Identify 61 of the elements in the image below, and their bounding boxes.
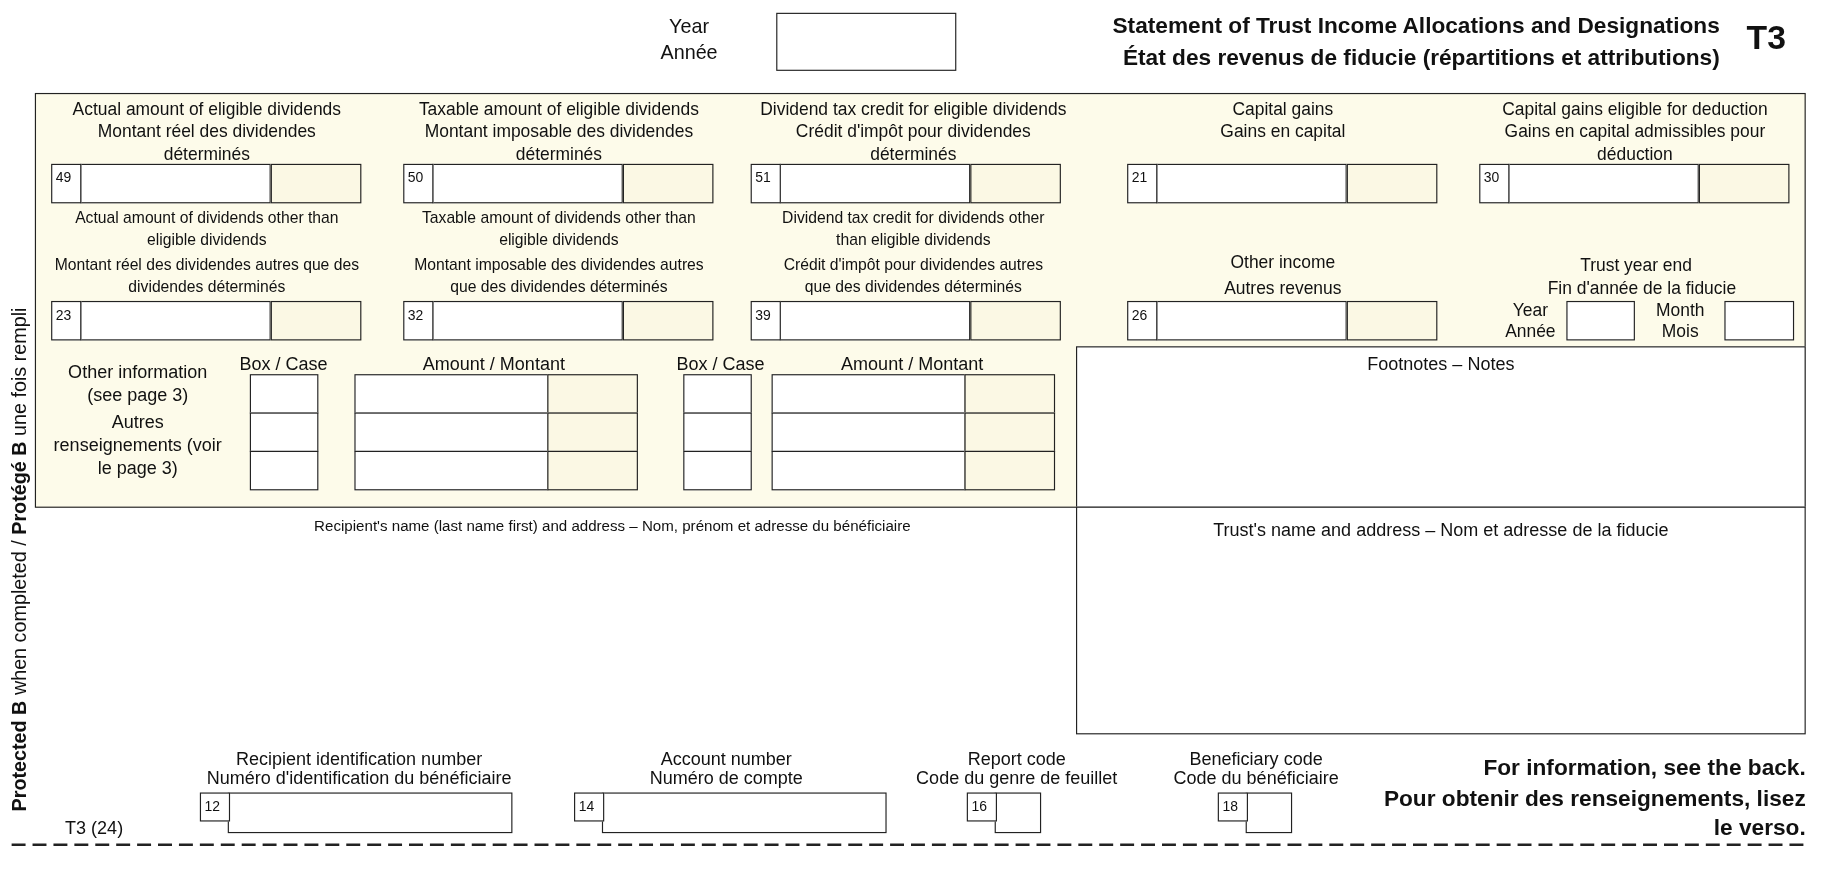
field-label: Fin d'année de la fiducie bbox=[1546, 276, 1738, 300]
field-number: 21 bbox=[1127, 163, 1158, 204]
field-label: Crédit d'impôt pour dividendes autres que des dividendes déterminés bbox=[782, 254, 1044, 298]
info-note: For information, see the back. bbox=[1482, 753, 1806, 782]
field-label: Montant réel des dividendes déterminés bbox=[96, 119, 317, 166]
field-label: Montant réel des dividendes autres que des dividendes déterminés bbox=[53, 254, 360, 298]
field-number: 16 bbox=[966, 792, 997, 822]
field-label: Trust year end bbox=[1579, 253, 1693, 277]
field-label: Taxable amount of eligible dividends bbox=[417, 97, 700, 121]
field-label: Numéro d'identification du bénéficiaire bbox=[205, 768, 513, 790]
field-number: 50 bbox=[403, 163, 434, 204]
field-number: 30 bbox=[1479, 163, 1510, 204]
field-number: 39 bbox=[750, 300, 781, 341]
field-label: Montant imposable des dividendes autres que des dividendes déterminés bbox=[413, 254, 705, 298]
column-heading: Amount / Montant bbox=[840, 352, 985, 375]
field-label: Year bbox=[1511, 298, 1549, 322]
field-number: 18 bbox=[1217, 792, 1248, 822]
field-label: Month bbox=[1655, 298, 1706, 322]
field-number: 49 bbox=[51, 163, 82, 204]
field-label: Année bbox=[1504, 319, 1557, 343]
field-label: Trust's name and address – Nom et adresse de la fiducie bbox=[1212, 518, 1670, 542]
column-heading: Box / Case bbox=[675, 352, 766, 375]
field-number: 51 bbox=[750, 163, 781, 204]
field-label: Dividend tax credit for dividends other than eligible dividends bbox=[781, 208, 1046, 251]
field-label: Other income bbox=[1229, 251, 1337, 274]
field-label: Gains en capital bbox=[1219, 119, 1347, 143]
info-note: Pour obtenir des renseignements, lisez le verso. bbox=[1382, 784, 1806, 843]
field-number: 12 bbox=[199, 792, 231, 822]
field-label: Montant imposable des dividendes déterminés bbox=[423, 119, 695, 166]
field-number: 23 bbox=[51, 300, 82, 341]
field-label: Année bbox=[659, 41, 719, 66]
field-label: Other information (see page 3) bbox=[67, 360, 209, 407]
field-label: Code du genre de feuillet bbox=[915, 768, 1119, 790]
field-label: Gains en capital admissibles pour déduction bbox=[1503, 119, 1767, 166]
column-heading: Box / Case bbox=[238, 352, 329, 375]
field-label: Actual amount of dividends other than eligible dividends bbox=[74, 208, 340, 251]
form-title: État des revenus de fiducie (répartitions et attributions) bbox=[1121, 43, 1720, 72]
field-number: 32 bbox=[403, 300, 434, 341]
field-label: Year bbox=[668, 15, 710, 39]
field-label: Autres renseignements (voir le page 3) bbox=[53, 410, 222, 480]
form-version: T3 (24) bbox=[65, 817, 125, 840]
field-label: Dividend tax credit for eligible dividends bbox=[759, 97, 1068, 121]
protection-notice: Protected B when completed / Protégé B une fois rempli bbox=[8, 306, 31, 814]
field-number: 26 bbox=[1127, 300, 1158, 341]
field-label: Footnotes – Notes bbox=[1366, 352, 1516, 375]
field-label: Code du bénéficiaire bbox=[1172, 768, 1340, 790]
field-label: Capital gains eligible for deduction bbox=[1501, 97, 1769, 121]
field-label: Autres revenus bbox=[1223, 276, 1343, 300]
field-label: Taxable amount of dividends other than eligible dividends bbox=[421, 208, 697, 251]
form-code: T3 bbox=[1745, 23, 1787, 53]
field-label: Mois bbox=[1660, 319, 1700, 343]
field-label: Report code bbox=[966, 747, 1067, 771]
field-label: Recipient identification number bbox=[234, 747, 484, 771]
field-label: Recipient's name (last name first) and address – Nom, prénom et adresse du bénéficiaire bbox=[313, 516, 912, 537]
field-number: 14 bbox=[574, 792, 605, 822]
form-title: Statement of Trust Income Allocations and Designations bbox=[1111, 13, 1720, 36]
field-label: Actual amount of eligible dividends bbox=[71, 97, 343, 121]
field-label: Crédit d'impôt pour dividendes déterminés bbox=[794, 119, 1032, 166]
column-heading: Amount / Montant bbox=[421, 352, 566, 375]
field-label: Capital gains bbox=[1231, 97, 1335, 121]
field-label: Beneficiary code bbox=[1188, 747, 1324, 771]
